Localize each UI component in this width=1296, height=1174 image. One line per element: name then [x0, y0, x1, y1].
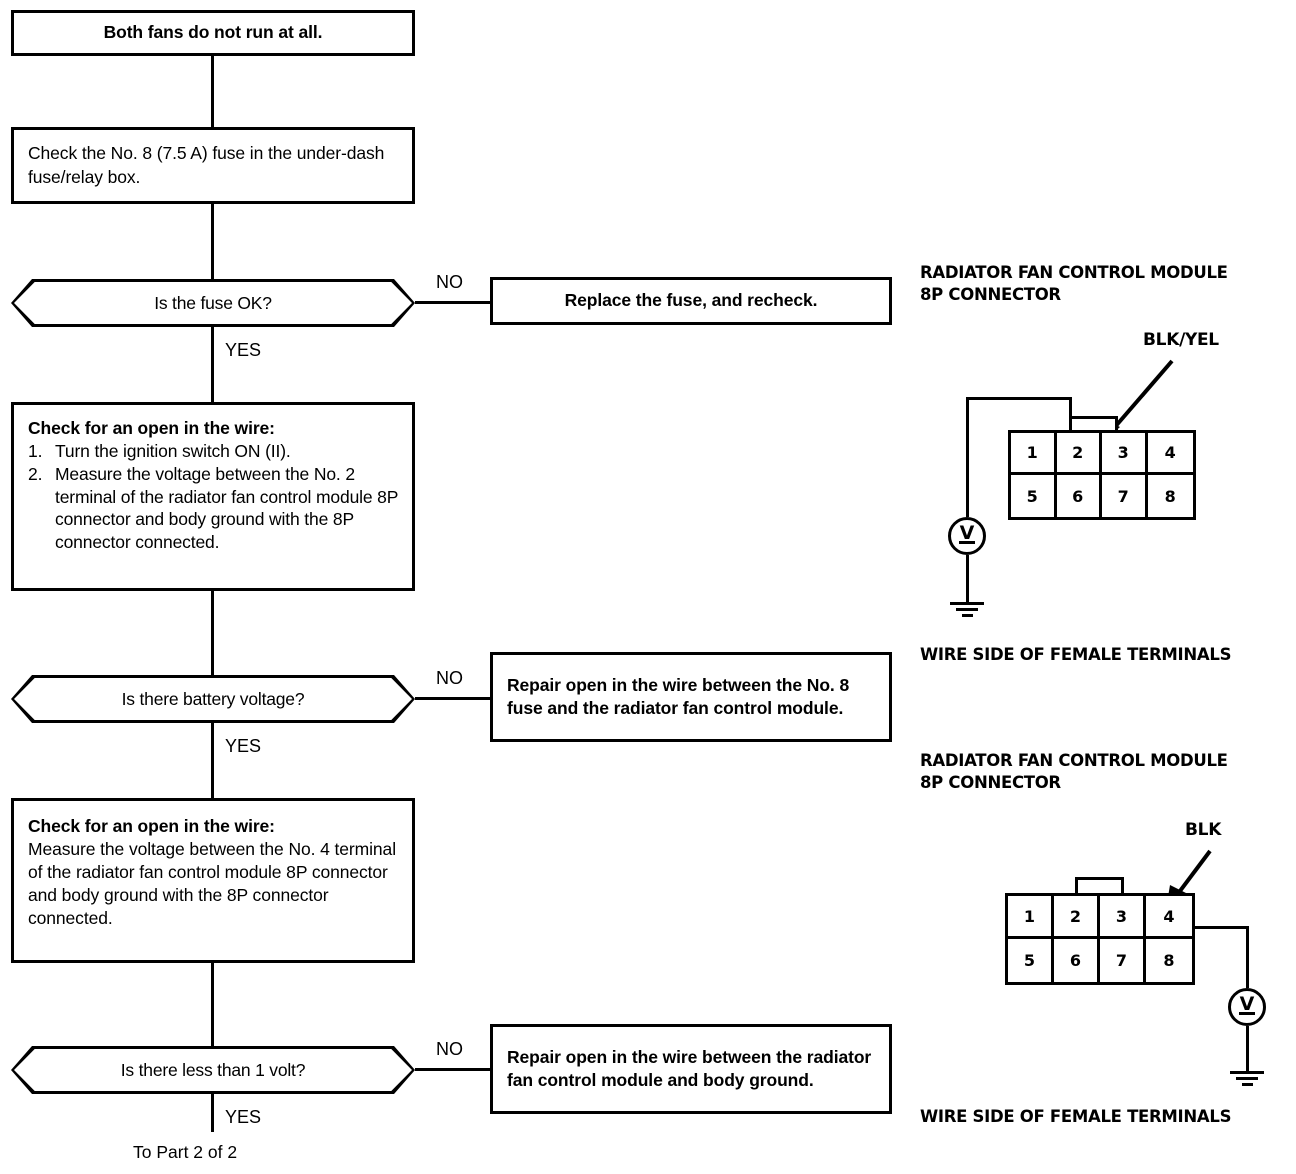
step3-box-text: Measure the voltage between the No. 4 te… [28, 839, 396, 929]
result2-box: Repair open in the wire between the No. … [490, 652, 892, 742]
list-item: 1. Turn the ignition switch ON (II). [28, 440, 398, 463]
connector-step3-to-decision3 [211, 963, 214, 1046]
diagram1-footnote: WIRE SIDE OF FEMALE TERMINALS [920, 645, 1232, 664]
list-item-text: Turn the ignition switch ON (II). [55, 441, 291, 462]
terminal-5: 5 [1011, 475, 1057, 517]
diagram2-ground-lead [1246, 1026, 1249, 1072]
terminal-2: 2 [1054, 896, 1100, 939]
diagram2-voltmeter-symbol: V [1239, 992, 1255, 1015]
diagram2-connector-grid: 1 2 3 4 5 6 7 8 [1005, 893, 1195, 985]
diagram2-title-line1: RADIATOR FAN CONTROL MODULE [920, 751, 1228, 770]
start-box: Both fans do not run at all. [11, 10, 415, 56]
decision-is-fuse-ok: Is the fuse OK? [11, 279, 415, 327]
list-item-text: Measure the voltage between the No. 2 te… [55, 463, 398, 553]
diagram2-voltmeter-dc-bar [1239, 1012, 1255, 1015]
diagram1-ground-symbol [950, 602, 984, 618]
diagram2-connector-tab [1075, 877, 1124, 893]
decision3-text: Is there less than 1 volt? [120, 1059, 306, 1080]
step3-box: Check for an open in the wire: Measure t… [11, 798, 415, 963]
diagram1-probe-lead-horizontal [966, 397, 1072, 400]
decision1-text: Is the fuse OK? [154, 292, 272, 313]
branch-no-3-label: NO [436, 1039, 463, 1059]
result3-box: Repair open in the wire between the radi… [490, 1024, 892, 1114]
diagram1-title-line2: 8P CONNECTOR [920, 285, 1061, 304]
branch-no-2-line [415, 697, 493, 700]
terminal-4: 4 [1147, 433, 1193, 475]
step3-heading: Check for an open in the wire: [28, 816, 275, 836]
terminal-1: 1 [1008, 896, 1054, 939]
terminal-8: 8 [1164, 486, 1176, 506]
connector-start-to-step1 [211, 56, 214, 127]
terminal-2: 2 [1056, 433, 1102, 475]
terminal-7: 7 [1102, 475, 1148, 517]
result1-box: Replace the fuse, and recheck. [490, 277, 892, 325]
terminal-8: 8 [1163, 951, 1175, 970]
decision-is-there-less-than-1-volt: Is there less than 1 volt? [11, 1046, 415, 1094]
step2-heading: Check for an open in the wire: [28, 418, 275, 438]
terminal-7: 7 [1100, 939, 1146, 982]
diagram1-wire-label: BLK/YEL [1143, 330, 1219, 350]
diagram2-wire-label: BLK [1185, 820, 1222, 840]
decision-is-there-battery-voltage: Is there battery voltage? [11, 675, 415, 723]
diagram1-probe-lead-down-to-meter [966, 397, 969, 517]
list-item-number: 1. [28, 441, 43, 462]
diagram2-footnote: WIRE SIDE OF FEMALE TERMINALS [920, 1107, 1232, 1126]
terminal-4: 4 [1146, 896, 1192, 939]
terminal-5: 5 [1008, 939, 1054, 982]
branch-yes-2-line [211, 723, 214, 798]
diagram1-ground-lead [966, 555, 969, 603]
list-item: 2. Measure the voltage between the No. 2… [28, 463, 398, 554]
step1-box: Check the No. 8 (7.5 A) fuse in the unde… [11, 127, 415, 204]
branch-yes-1-line [211, 327, 214, 402]
decision2-fill [14, 678, 412, 720]
branch-no-1-label: NO [436, 272, 463, 292]
branch-yes-2-label: YES [225, 736, 262, 756]
diagram1-voltmeter-dc-bar [959, 541, 975, 544]
result2-box-text: Repair open in the wire between the No. … [507, 674, 850, 718]
diagram1-probe-lead-to-terminal2 [1069, 397, 1072, 433]
decision3-fill [14, 1049, 412, 1091]
connector-step2-to-decision2 [211, 591, 214, 675]
diagram2-title-line2: 8P CONNECTOR [920, 773, 1061, 792]
diagram1-connector-tab [1069, 416, 1118, 432]
diagram2-probe-lead-down-to-meter [1246, 926, 1249, 988]
branch-yes-1-label: YES [225, 340, 262, 360]
diagram1-voltmeter-symbol: V [959, 521, 975, 544]
list-item-number: 2. [28, 463, 43, 484]
diagram1-title-line1: RADIATOR FAN CONTROL MODULE [920, 263, 1228, 282]
start-box-text: Both fans do not run at all. [103, 22, 323, 43]
step1-box-text: Check the No. 8 (7.5 A) fuse in the unde… [28, 143, 385, 187]
diagram2-voltmeter: V [1228, 988, 1266, 1026]
branch-yes-3-line [211, 1094, 214, 1132]
connector-step1-to-decision1 [211, 204, 214, 279]
decision1-fill [14, 282, 412, 324]
step2-numbered-list: 1. Turn the ignition switch ON (II). 2. … [14, 440, 412, 554]
terminal-1: 1 [1011, 433, 1057, 475]
diagram1-voltmeter: V [948, 517, 986, 555]
branch-yes-3-label: YES [225, 1107, 262, 1127]
result3-box-text: Repair open in the wire between the radi… [507, 1046, 872, 1090]
terminal-3: 3 [1102, 433, 1148, 475]
terminal-6: 6 [1057, 475, 1102, 517]
branch-no-3-line [415, 1068, 493, 1071]
diagram1-connector-grid: 1 2 3 4 5 6 7 8 [1008, 430, 1196, 520]
decision2-text: Is there battery voltage? [121, 688, 305, 709]
terminal-6: 6 [1054, 939, 1100, 982]
diagram2-probe-lead-horizontal [1193, 926, 1249, 929]
step2-box: Check for an open in the wire: 1. Turn t… [11, 402, 415, 591]
branch-no-1-line [415, 301, 493, 304]
result1-box-text: Replace the fuse, and recheck. [564, 290, 818, 311]
diagram2-ground-symbol [1230, 1071, 1264, 1087]
branch-no-2-label: NO [436, 668, 463, 688]
continuation-label: To Part 2 of 2 [133, 1142, 238, 1162]
terminal-3: 3 [1100, 896, 1146, 939]
